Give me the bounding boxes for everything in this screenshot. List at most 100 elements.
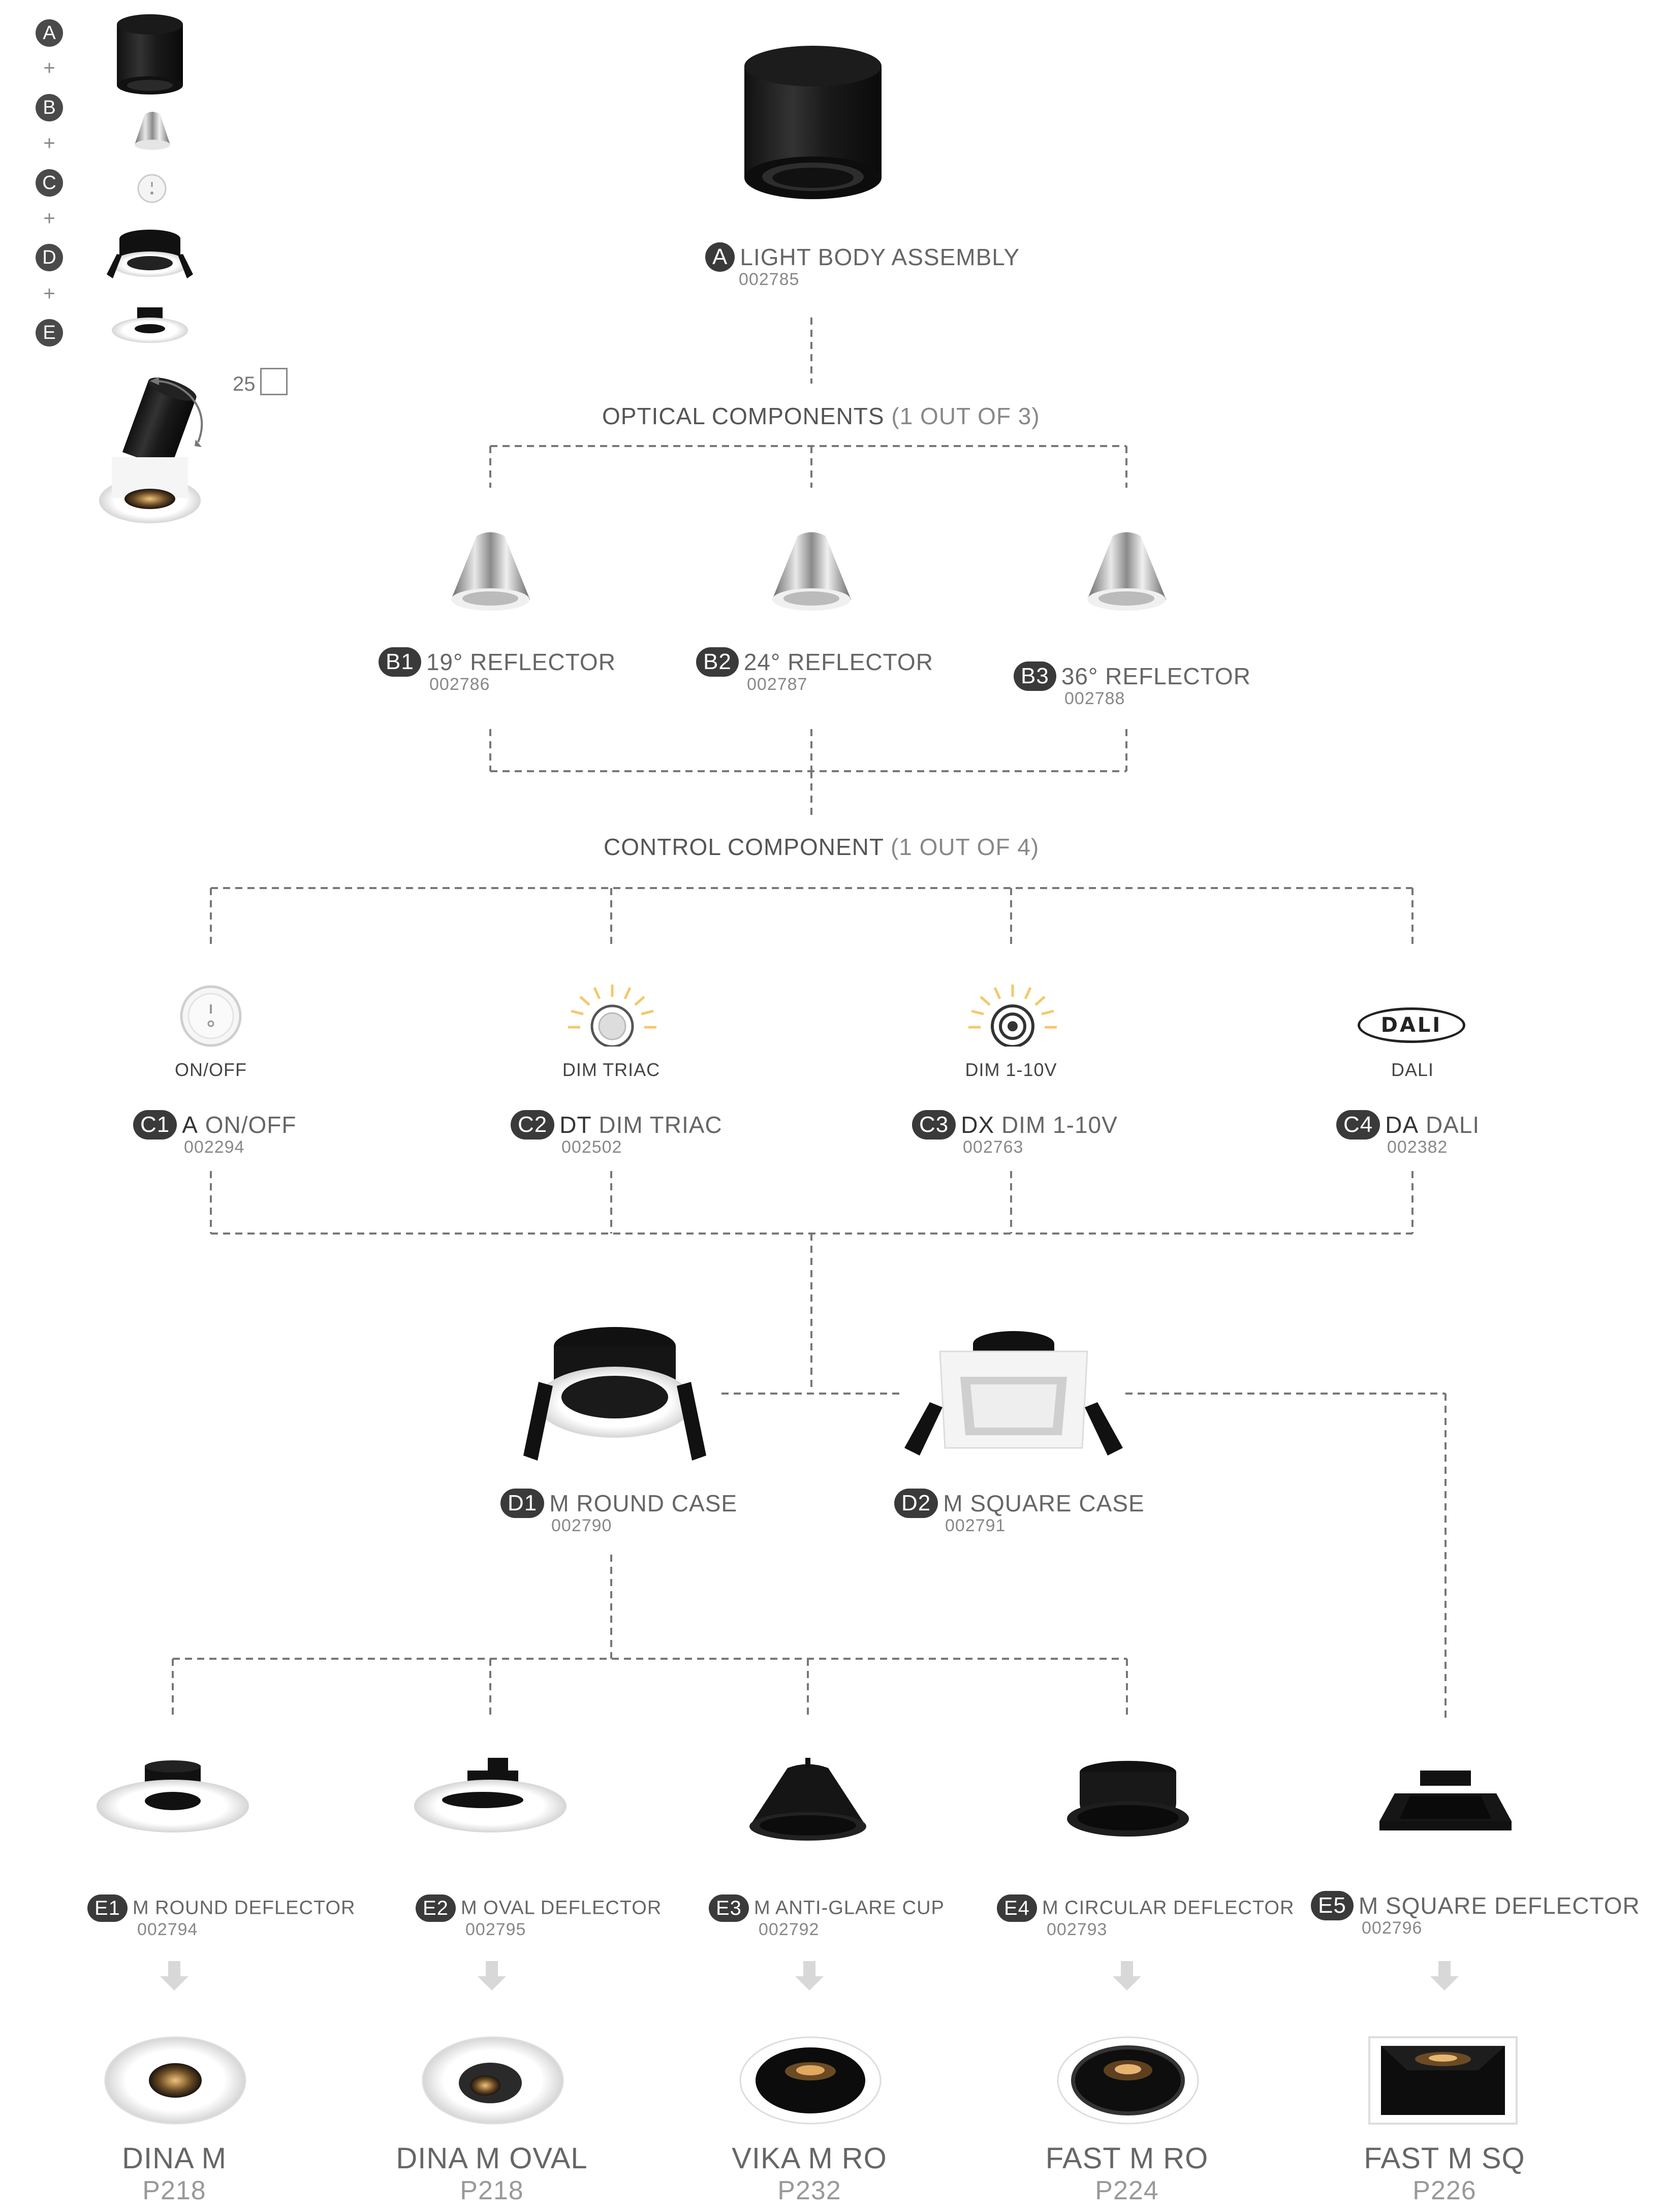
control-title: CONTROL COMPONENT [604, 834, 884, 860]
product-dina-m-icon [104, 2036, 246, 2125]
deflector-e3-name: M ANTI-GLARE CUP [753, 1897, 945, 1919]
product-2: DINA M OVAL P218 [385, 2141, 599, 2206]
control-c4-name: DALI [1425, 1111, 1480, 1138]
circular-deflector-icon [1067, 1761, 1189, 1837]
case-d1-code: 002790 [551, 1515, 612, 1535]
round-deflector-icon [97, 1760, 249, 1832]
legend-deflector-icon [112, 307, 188, 343]
badge-c3: C3 [912, 1110, 956, 1140]
reflector-b2-name: 24° REFLECTOR [743, 648, 933, 675]
legend-light-body-icon [117, 14, 183, 94]
badge-e5: E5 [1311, 1890, 1354, 1920]
control-section-title: CONTROL COMPONENT (1 OUT OF 4) [604, 833, 1039, 861]
control-caption-on-off: ON/OFF [175, 1059, 247, 1080]
deflector-e5-name: M SQUARE DEFLECTOR [1358, 1892, 1640, 1919]
badge-d1: D1 [500, 1488, 545, 1518]
product-3: VIKA M RO P232 [703, 2141, 916, 2206]
badge-b1: B1 [379, 647, 421, 677]
product-1-code: P218 [142, 2176, 206, 2205]
deflector-e1-name: M ROUND DEFLECTOR [132, 1897, 356, 1919]
product-5: FAST M SQ P226 [1338, 2141, 1551, 2206]
legend-letter-b: B [36, 94, 63, 121]
product-dina-m-oval-icon [422, 2036, 564, 2125]
dali-logo-icon: DALI [1358, 1007, 1465, 1043]
reflector-b1-name: 19° REFLECTOR [426, 648, 616, 675]
deflector-e5-code: 002796 [1362, 1918, 1423, 1938]
product-4-code: P224 [1095, 2176, 1159, 2205]
badge-d2: D2 [894, 1488, 938, 1518]
product-vika-m-ro-icon [739, 2036, 882, 2125]
reflector-36-icon [1087, 532, 1166, 611]
badge-c2: C2 [511, 1110, 555, 1140]
round-case-icon [523, 1327, 706, 1461]
product-4-name: FAST M RO [1045, 2142, 1209, 2175]
degree-square-icon [260, 368, 288, 395]
control-c2-code: 002502 [561, 1137, 622, 1157]
legend-control-icon [137, 174, 167, 203]
product-2-code: P218 [460, 2176, 524, 2205]
legend-plus: + [43, 132, 55, 154]
product-4: FAST M RO P224 [1020, 2141, 1234, 2206]
control-c4-prefix: DA [1385, 1111, 1419, 1138]
product-3-name: VIKA M RO [732, 2142, 887, 2175]
product-1-name: DINA M [122, 2142, 227, 2175]
badge-b3: B3 [1014, 661, 1056, 691]
control-c3-name: DIM 1-10V [1001, 1111, 1118, 1138]
adjustable-tilt-icon [99, 377, 203, 523]
control-c3-prefix: DX [961, 1111, 995, 1138]
legend-reflector-icon [135, 112, 170, 150]
legend-plus: + [43, 282, 55, 305]
badge-e1: E1 [87, 1894, 128, 1922]
badge-c4: C4 [1336, 1110, 1380, 1140]
optical-section-title: OPTICAL COMPONENTS (1 OUT OF 3) [602, 402, 1040, 430]
dali-logo-text: DALI [1380, 1014, 1442, 1037]
optical-subtitle: (1 OUT OF 3) [891, 403, 1040, 429]
deflector-e2-name: M OVAL DEFLECTOR [460, 1897, 662, 1919]
badge-a: A [705, 242, 735, 272]
product-fast-m-ro-icon [1057, 2036, 1199, 2125]
tilt-angle-label: 25 [233, 373, 256, 395]
light-body-assembly-icon [744, 46, 882, 199]
control-c3-code: 002763 [963, 1137, 1024, 1157]
legend-letter-d: D [36, 244, 63, 271]
product-3-code: P232 [777, 2176, 841, 2205]
on-off-switch-icon [180, 985, 242, 1047]
control-c2-prefix: DT [559, 1111, 592, 1138]
badge-c1: C1 [133, 1110, 177, 1140]
deflector-e2-code: 002795 [465, 1919, 526, 1939]
reflector-24-icon [772, 532, 851, 611]
control-caption-dali: DALI [1391, 1059, 1434, 1080]
dim-1-10v-icon [968, 985, 1057, 1047]
legend-letter-e: E [36, 319, 63, 346]
case-d2-code: 002791 [945, 1515, 1006, 1535]
legend-case-icon [107, 230, 193, 278]
case-d2-name: M SQUARE CASE [943, 1490, 1145, 1516]
control-c4-code: 002382 [1387, 1137, 1448, 1157]
anti-glare-cup-icon [749, 1758, 866, 1841]
oval-deflector-icon [414, 1758, 567, 1832]
control-c1-prefix: A [182, 1111, 198, 1138]
legend-letter-c: C [36, 169, 63, 197]
light-body-code: 002785 [739, 269, 800, 289]
reflector-b3-name: 36° REFLECTOR [1061, 662, 1251, 689]
control-subtitle: (1 OUT OF 4) [890, 834, 1040, 860]
square-case-icon [904, 1331, 1123, 1456]
light-body-name: LIGHT BODY ASSEMBLY [740, 243, 1020, 270]
control-c1-code: 002294 [184, 1137, 245, 1157]
reflector-b3-code: 002788 [1064, 688, 1125, 708]
control-caption-dim-triac: DIM TRIAC [562, 1059, 661, 1080]
deflector-e4-name: M CIRCULAR DEFLECTOR [1042, 1897, 1295, 1919]
legend-plus: + [43, 57, 55, 79]
square-deflector-icon [1379, 1771, 1512, 1830]
badge-e4: E4 [997, 1894, 1037, 1922]
product-5-code: P226 [1412, 2176, 1476, 2205]
